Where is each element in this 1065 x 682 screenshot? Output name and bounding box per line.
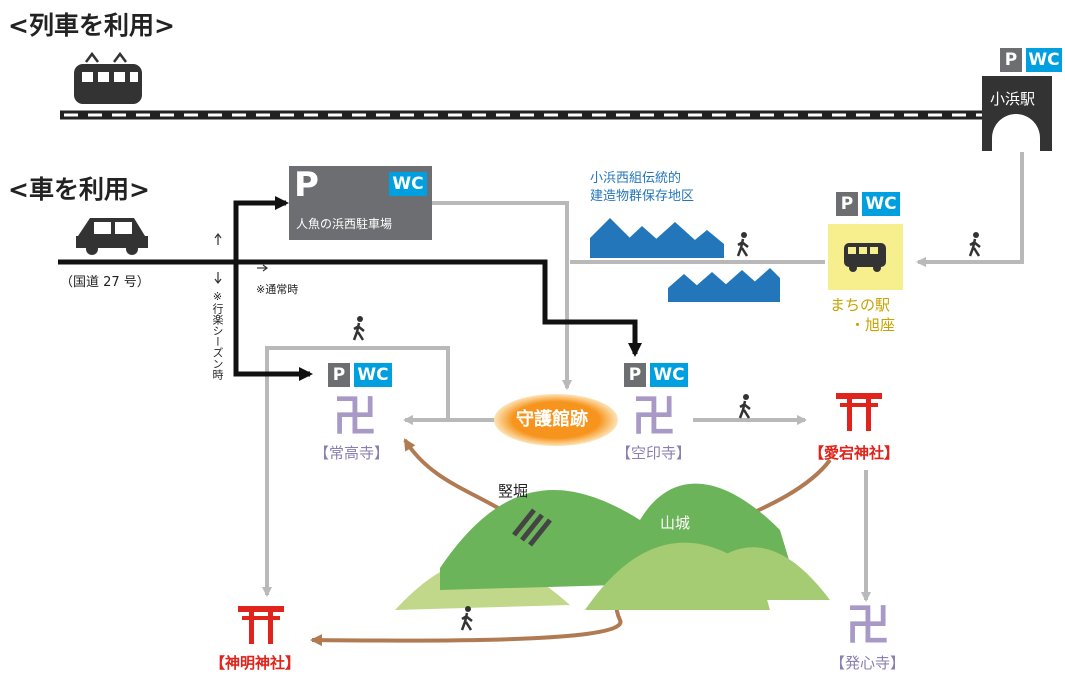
kuuinji-label: 【空印寺】 [616,444,692,462]
walker-icons [352,232,981,631]
machinoeki-label-2: ・旭座 [850,316,896,334]
machinoeki-label-1: まちの駅 [830,296,891,314]
tatebori-marks [512,508,552,547]
district-label-2: 建造物群保存地区 [590,189,695,204]
yamashiro-label: 山城 [660,514,691,532]
parking-lot-box: P WC 人魚の浜西駐車場 [289,166,432,240]
joukouji-temple-icon: 卍 [333,391,377,442]
car-icon [76,218,148,255]
car-header: <車を利用> [8,175,150,204]
torii-icon-shinmei [238,606,284,644]
house-icons-row1 [590,218,724,258]
atago-label: 【愛宕神社】 [809,444,900,462]
train-icon [74,51,142,104]
season-time-label: ※行楽シーズン時 [211,290,224,380]
walking-paths [262,152,1024,602]
road-label: （国道 27 号） [60,275,150,290]
shugokan-glow [494,394,618,446]
kuuinji-parking-badge: P [624,363,646,387]
parking-p-label: P [294,165,319,205]
district-label-1: 小浜西組伝統的 [590,171,682,186]
mountains [395,483,830,610]
torii-icon-atago [836,393,882,431]
machinoeki-parking-badge: P [836,192,858,216]
hosshinji-label: 【発心寺】 [830,654,906,672]
station-parking-badge: P [1000,48,1022,72]
shugokan-label: 守護館跡 [516,409,588,430]
bus-icon [844,243,886,272]
hosshinji-temple-icon: 卍 [846,600,890,651]
train-header: <列車を利用> [8,11,175,40]
machinoeki-wc-badge: WC [862,192,900,216]
station-label: 小浜駅 [990,90,1036,108]
kuuinji-temple-icon: 卍 [632,391,676,442]
car-routes [58,196,642,381]
normal-time-label: ※通常時 [256,283,299,296]
direction-arrows [214,233,268,284]
house-icons-row2 [668,268,780,302]
station-building [982,76,1052,151]
kuuinji-wc-badge: WC [650,363,688,387]
station-wc-badge: WC [1026,48,1062,72]
tatebori-label: 竪堀 [498,482,529,500]
shinmei-label: 【神明神社】 [210,654,301,672]
joukouji-parking-badge: P [328,363,350,387]
joukouji-wc-badge: WC [354,363,392,387]
parking-lot-label: 人魚の浜西駐車場 [296,217,393,231]
joukouji-label: 【常高寺】 [314,444,390,462]
parking-wc-badge: WC [389,172,427,196]
